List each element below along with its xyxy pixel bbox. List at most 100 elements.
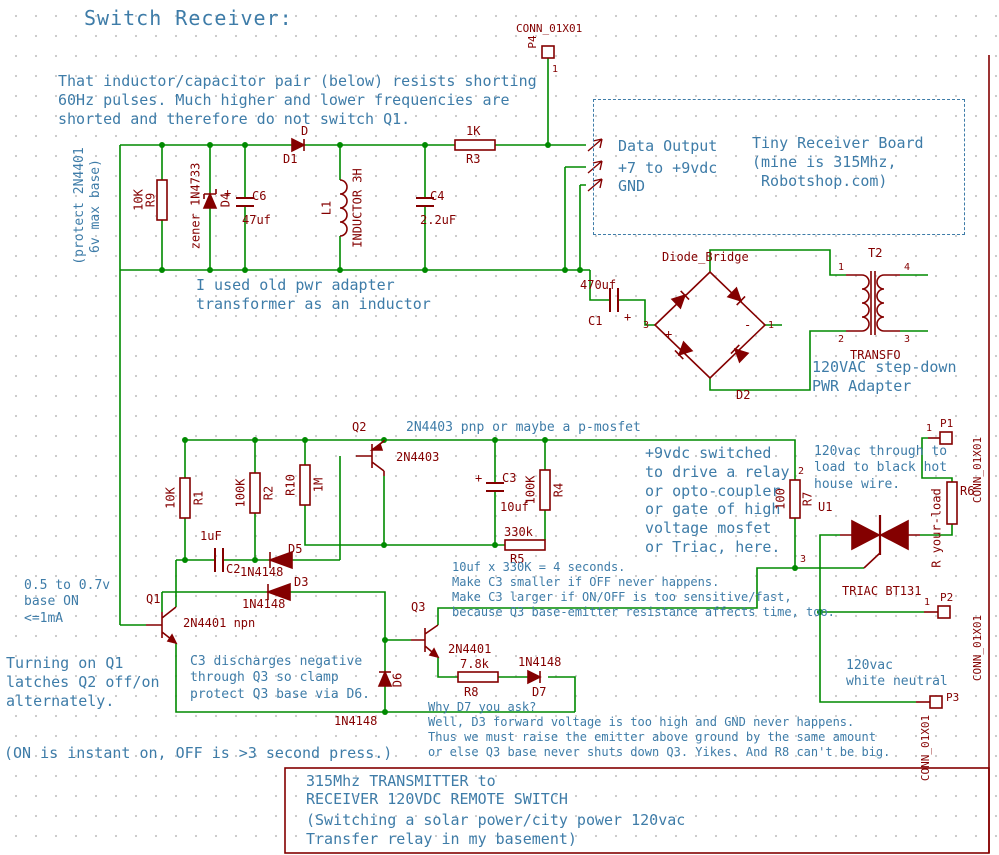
d7-ref-label: D7 — [532, 685, 547, 699]
note-adapter: 120VAC step-down PWR Adapter — [812, 358, 957, 395]
transistor-q1[interactable] — [146, 606, 178, 645]
connector-p2[interactable] — [924, 605, 951, 619]
zener-d4[interactable] — [202, 189, 218, 209]
t2-pin4-label: 4 — [904, 262, 911, 273]
p2-ref-label: P2 — [940, 591, 954, 604]
t2-ref-label: T2 — [868, 246, 883, 260]
t2-pin2-label: 2 — [838, 334, 845, 345]
note-switched: +9vdc switched to drive a relay or opto-… — [645, 444, 790, 556]
q2-ref-label: Q2 — [352, 420, 367, 434]
p3-value-label: CONN_01X01 — [919, 714, 933, 782]
resistor-r5[interactable] — [504, 539, 546, 551]
connector-p4[interactable] — [541, 45, 555, 59]
resistor-r10[interactable] — [299, 464, 311, 506]
p4-value-label: CONN_01X01 — [516, 22, 583, 35]
connector-p1[interactable] — [928, 431, 953, 445]
c1-ref-label: C1 — [588, 314, 603, 328]
q2-value-label: 2N4403 — [396, 450, 440, 464]
transistor-q3[interactable] — [411, 624, 440, 659]
diode-d5[interactable] — [267, 550, 293, 570]
resistor-r2[interactable] — [249, 472, 261, 514]
capacitor-c1[interactable] — [609, 288, 619, 312]
note-filter: That inductor/capacitor pair (below) res… — [58, 72, 537, 128]
r6-value-label: R your-load — [929, 488, 944, 568]
label-supply: +7 to +9vdc — [618, 159, 718, 177]
diode-d1[interactable] — [291, 137, 306, 153]
r7-pin-label: 2 — [798, 466, 805, 477]
transformer-t2[interactable] — [846, 271, 900, 335]
c2-value-label: 1uF — [200, 529, 222, 543]
capacitor-c6[interactable] — [236, 197, 254, 207]
d3-ref-label: D3 — [294, 575, 309, 589]
triac-u1[interactable] — [840, 515, 920, 569]
d1-ref-label: D1 — [283, 152, 298, 166]
transistor-q2[interactable] — [356, 440, 385, 476]
page-title: Switch Receiver: — [84, 6, 293, 30]
r5-ref-label: R5 — [510, 552, 525, 566]
note-base-on: 0.5 to 0.7v base ON <=1mA — [24, 578, 111, 626]
wires — [119, 58, 953, 713]
p2-value-label: CONN_01X01 — [971, 614, 985, 682]
note-load: 120vac through to load to black hot hous… — [814, 444, 948, 492]
note-latch: Turning on Q1 latches Q2 off/on alternat… — [6, 654, 160, 710]
u1-ref-label: U1 — [818, 500, 833, 514]
note-discharge: C3 discharges negative through Q3 so cla… — [190, 654, 371, 702]
c6-plus-label: + — [224, 186, 232, 200]
r9-ref-label: R9 — [143, 192, 158, 208]
r1-ref-label: R1 — [191, 490, 206, 506]
title-block-line4: Transfer relay in my basement) — [306, 830, 577, 848]
note-receiver-board: Tiny Receiver Board (mine is 315Mhz, Rob… — [752, 134, 924, 190]
title-block-line3: (Switching a solar power/city power 120v… — [306, 811, 686, 829]
r8-ref-label: R8 — [464, 685, 479, 699]
note-protect: (protect 2N4401 6v max base) — [71, 147, 103, 265]
c3-value-label: 10uf — [500, 500, 529, 514]
u1-gate-pin-label: 3 — [800, 554, 807, 565]
wire-junctions — [159, 142, 823, 715]
p2-pin-label: 1 — [924, 597, 931, 608]
note-why-d7: Why D7 you ask? Well, D3 forward voltage… — [428, 700, 891, 759]
resistor-r6[interactable] — [946, 481, 958, 525]
capacitor-c3[interactable] — [486, 482, 504, 492]
resistor-r9[interactable] — [156, 179, 168, 221]
d2-minus-label: - — [744, 318, 752, 332]
label-data-output: Data Output — [618, 137, 718, 155]
resistor-r1[interactable] — [179, 477, 191, 519]
d1-value-label: D — [301, 124, 309, 138]
resistor-r8[interactable] — [457, 671, 499, 683]
diode-bridge-d2[interactable] — [653, 270, 767, 380]
resistor-r7[interactable] — [789, 479, 801, 519]
diode-d3[interactable] — [265, 582, 291, 602]
diode-d7[interactable] — [527, 669, 542, 685]
d2-pin-right-label: 1 — [768, 320, 775, 331]
title-block-line1: 315Mhz TRANSMITTER to — [306, 772, 496, 790]
d2-pin-left-label: 3 — [643, 320, 650, 331]
c3-ref-label: C3 — [502, 471, 517, 485]
d2-ref-label: D2 — [736, 388, 751, 402]
q1-value-label: 2N4401 npn — [183, 616, 256, 630]
diode-d6[interactable] — [377, 669, 393, 687]
c6-value-label: 47uf — [242, 213, 271, 227]
resistor-r4[interactable] — [539, 469, 551, 511]
capacitor-c2[interactable] — [214, 548, 224, 572]
d2-value-label: Diode_Bridge — [662, 250, 749, 264]
p4-pin-label: 1 — [552, 64, 559, 75]
r8-value-label: 7.8k — [460, 657, 489, 671]
t2-value-label: TRANSFO — [850, 348, 901, 362]
capacitor-c4[interactable] — [416, 197, 434, 207]
r3-ref-label: R3 — [466, 152, 481, 166]
c4-value-label: 2.2uF — [420, 213, 457, 227]
q1-ref-label: Q1 — [146, 592, 161, 606]
r2-ref-label: R2 — [261, 485, 276, 501]
r4-ref-label: R4 — [551, 482, 566, 498]
inductor-l1[interactable] — [339, 179, 348, 237]
d6-value-label: 1N4148 — [334, 714, 378, 728]
c1-plus-label: + — [624, 310, 632, 324]
connector-p3[interactable] — [916, 695, 943, 709]
d3-value-label: 1N4148 — [242, 597, 286, 611]
p3-ref-label: P3 — [946, 691, 960, 704]
q3-ref-label: Q3 — [411, 600, 426, 614]
resistor-r3[interactable] — [454, 139, 496, 151]
u1-value-label: TRIAC BT131 — [842, 584, 922, 598]
